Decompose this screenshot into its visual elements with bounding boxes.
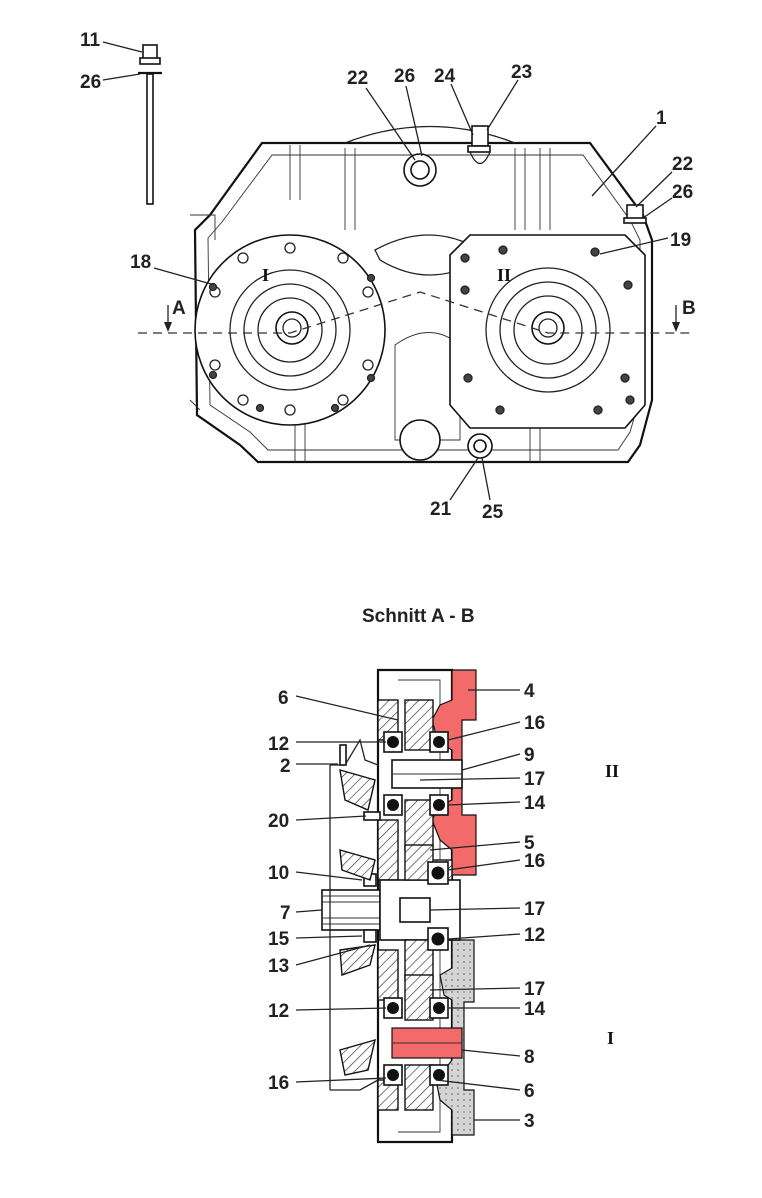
label-6: 6 [524, 1081, 535, 1102]
input-shaft-7 [321, 889, 381, 931]
section-mark-b: B [682, 298, 696, 319]
fan-guard [329, 738, 381, 1091]
label-6: 6 [278, 688, 289, 709]
cover-shaft-i [194, 234, 386, 426]
breather [467, 125, 491, 165]
cover-shaft-ii [449, 234, 646, 429]
top-view: 11 26 22 26 24 23 1 22 26 19 18 21 25 I … [80, 30, 696, 523]
section-mark-i: I [607, 1028, 614, 1048]
label-16: 16 [268, 1073, 289, 1094]
section-leaders [295, 689, 521, 1121]
label-16: 16 [524, 851, 545, 872]
label-22: 22 [347, 68, 368, 89]
label-4: 4 [524, 681, 535, 702]
label-8: 8 [524, 1047, 535, 1068]
label-24: 24 [434, 66, 456, 87]
label-15: 15 [268, 929, 290, 950]
label-3: 3 [524, 1111, 535, 1132]
label-20: 20 [268, 811, 289, 832]
label-13: 13 [268, 956, 289, 977]
label-23: 23 [511, 62, 532, 83]
label-17: 17 [524, 899, 545, 920]
label-14: 14 [524, 999, 546, 1020]
bearings-middle [363, 861, 449, 951]
bearings-upper [383, 731, 449, 816]
label-12: 12 [268, 734, 289, 755]
cover-ii-bolts [460, 245, 635, 415]
label-26: 26 [80, 72, 101, 93]
dipstick [138, 44, 162, 205]
label-22: 22 [672, 154, 693, 175]
section-title: Schnitt A - B [362, 606, 475, 627]
label-11: 11 [80, 30, 101, 51]
label-26: 26 [394, 66, 415, 87]
label-26: 26 [672, 182, 693, 203]
label-1: 1 [656, 108, 667, 129]
section-mark-a: A [172, 298, 186, 319]
label-16: 16 [524, 713, 545, 734]
label-5: 5 [524, 833, 535, 854]
section-mark-ii: II [605, 761, 619, 781]
top-leaders [102, 41, 673, 501]
label-19: 19 [670, 230, 691, 251]
section-view: 6 4 16 12 9 2 17 14 20 5 16 10 17 7 12 1… [268, 668, 619, 1144]
label-2: 2 [280, 756, 291, 777]
label-14: 14 [524, 793, 546, 814]
shaft-mark-ii: II [497, 265, 511, 285]
cover-i-bolts [208, 242, 376, 416]
bearings-lower [383, 997, 449, 1086]
label-25: 25 [482, 502, 504, 523]
shaft-mark-i: I [262, 265, 269, 285]
label-10: 10 [268, 863, 289, 884]
label-21: 21 [430, 499, 452, 520]
label-17: 17 [524, 769, 545, 790]
section-line [138, 291, 695, 334]
label-12: 12 [268, 1001, 289, 1022]
label-9: 9 [524, 745, 535, 766]
housing-ribs [189, 145, 551, 462]
label-17: 17 [524, 979, 545, 1000]
label-7: 7 [280, 903, 291, 924]
label-18: 18 [130, 252, 151, 273]
label-12: 12 [524, 925, 545, 946]
